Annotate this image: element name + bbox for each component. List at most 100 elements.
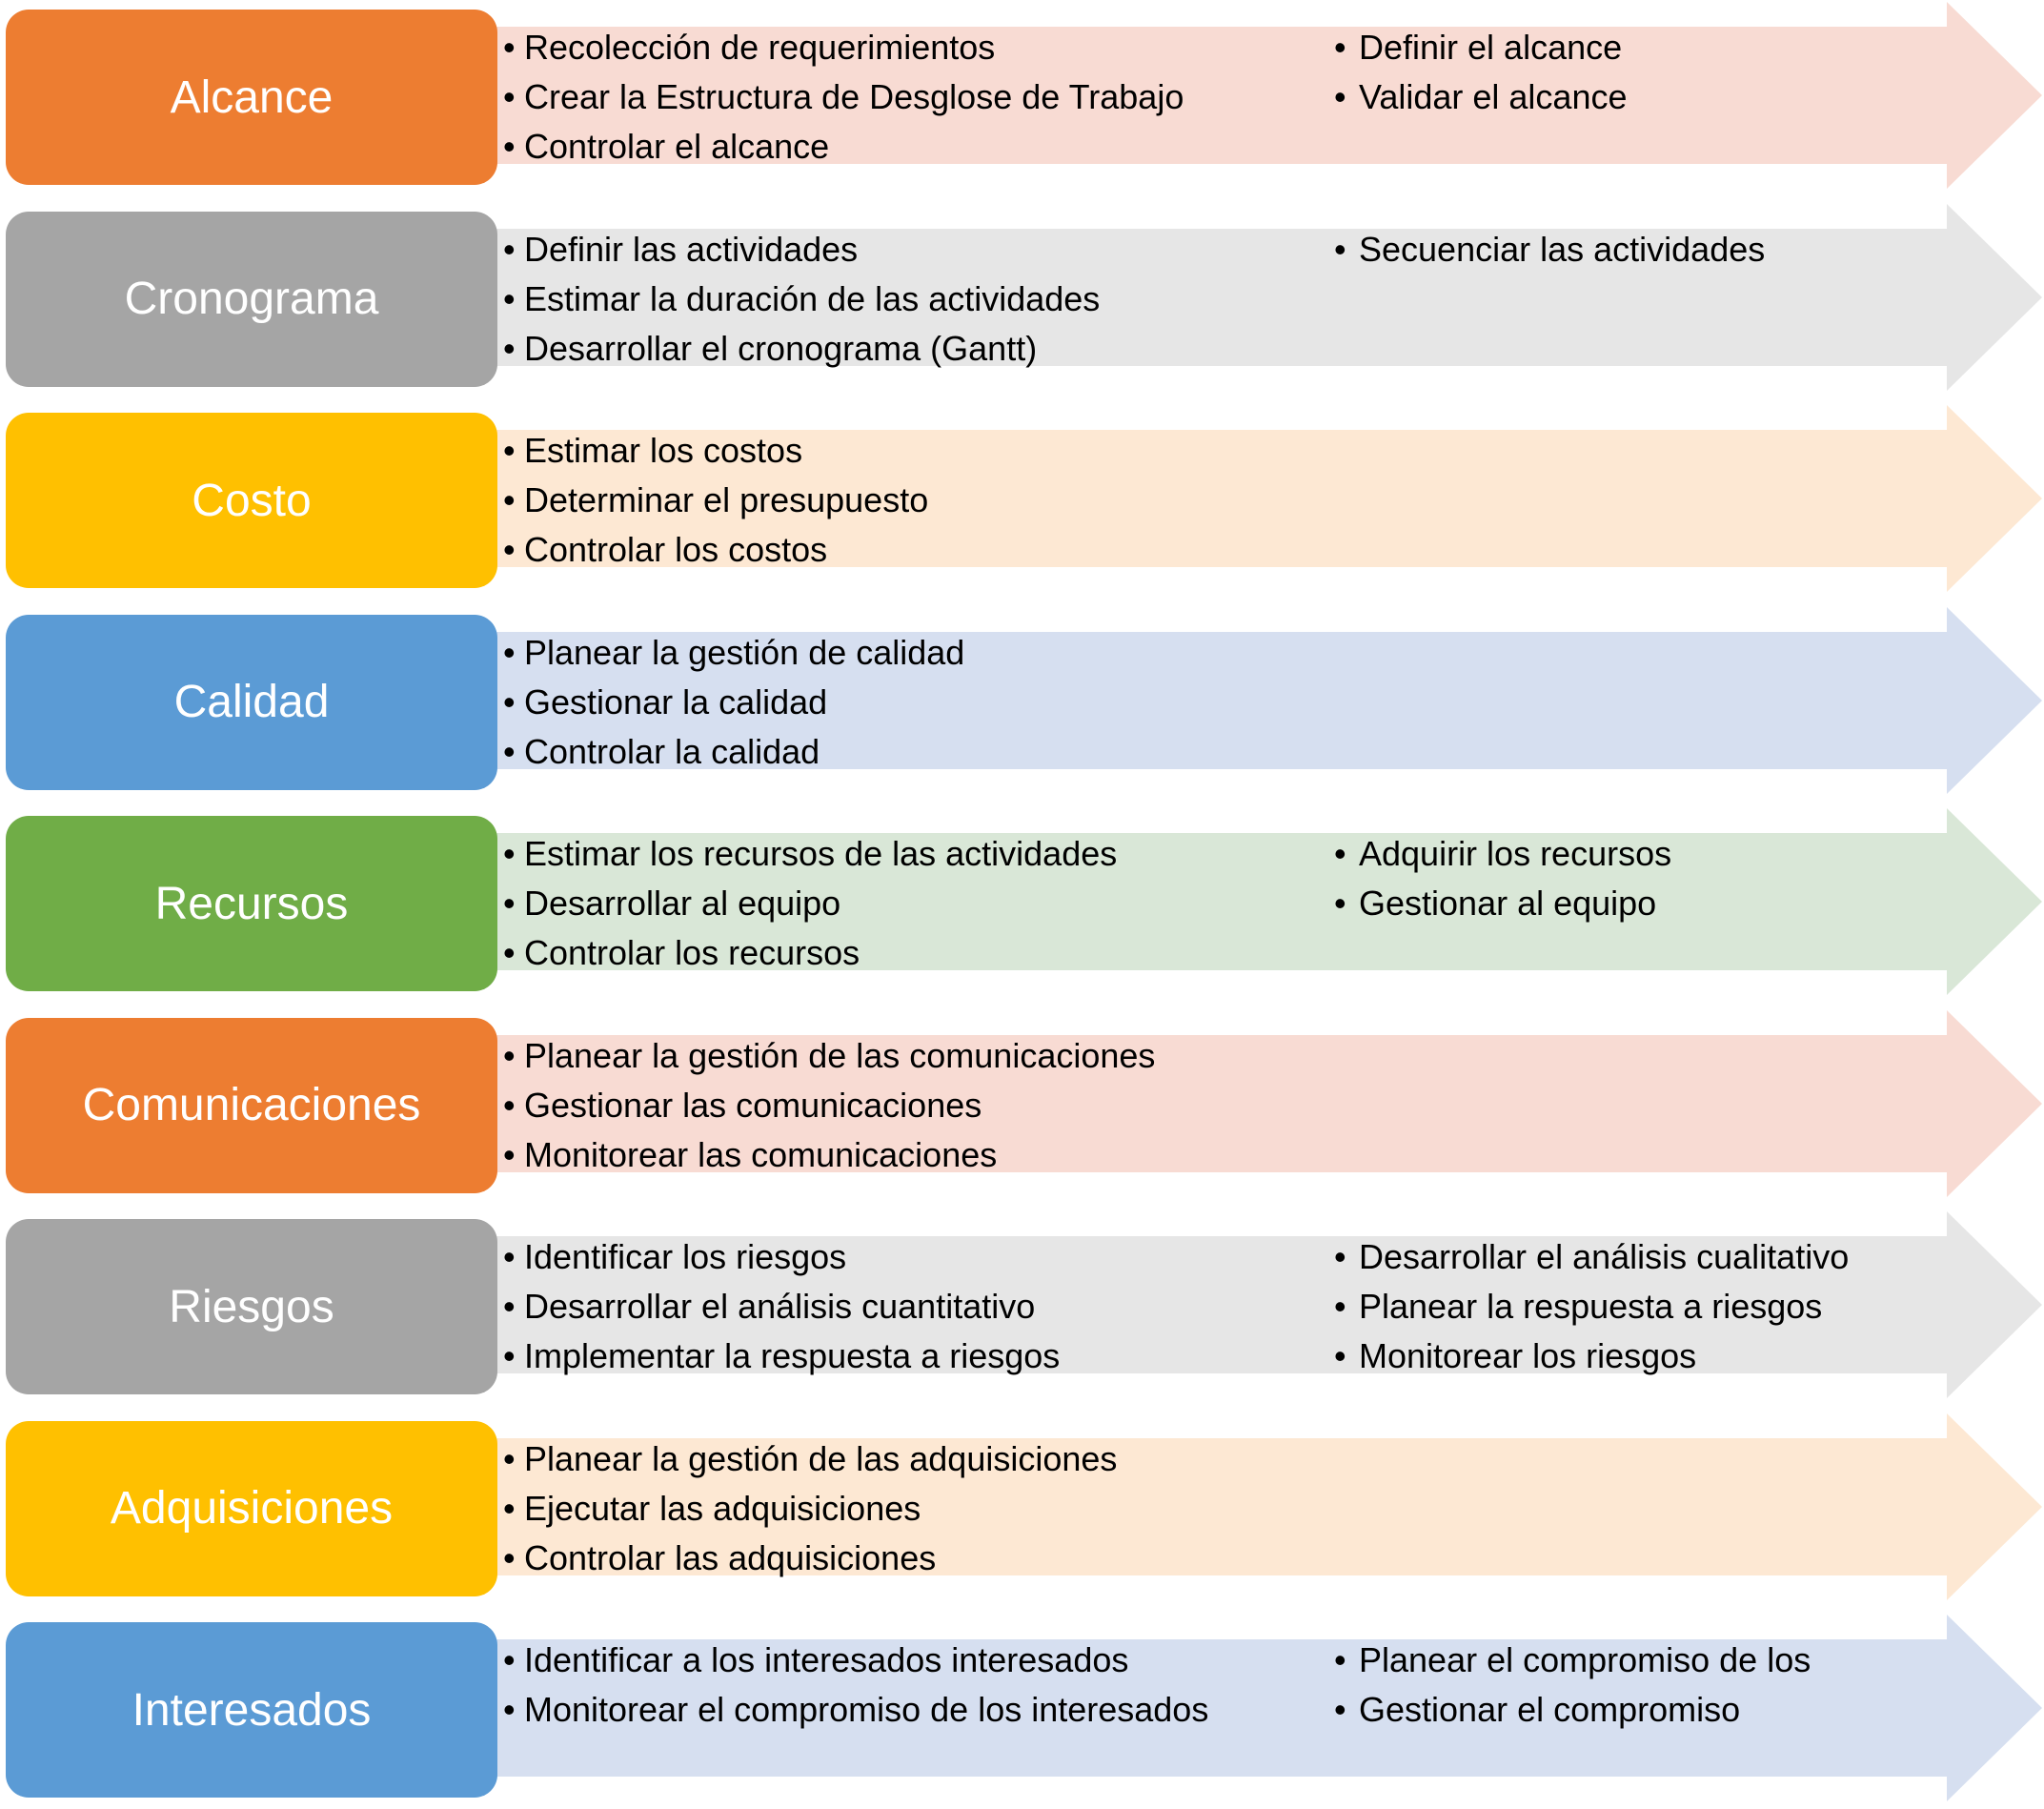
- area-row: Alcance•Recolección de requerimientos•Cr…: [0, 2, 2044, 189]
- process-column-right: • Desarrollar el análisis cualitativo • Pla…: [1334, 1232, 1925, 1381]
- area-row: Interesados•Identificar a los interesado…: [0, 1615, 2044, 1801]
- arrow-shape: [496, 1009, 2042, 1197]
- area-row: Costo•Estimar los costos•Determinar el p…: [0, 405, 2044, 592]
- process-item-label: Monitorear las comunicaciones: [524, 1134, 998, 1174]
- process-item-label: Desarrollar el análisis cualitativo: [1359, 1237, 1850, 1276]
- process-item-label: Controlar el alcance: [524, 127, 830, 166]
- area-title: Interesados: [6, 1622, 497, 1798]
- process-item: •Identificar a los interesados interesad…: [503, 1636, 1323, 1685]
- process-item: •Gestionar al equipo: [1334, 879, 1925, 928]
- process-item: •Determinar el presupuesto: [503, 476, 1323, 525]
- bullet-icon: •: [503, 28, 516, 67]
- bullet-icon: •: [1334, 1640, 1346, 1679]
- process-item-label: Planear la gestión de las adquisiciones: [524, 1438, 1118, 1478]
- process-item-label: Estimar los recursos de las actividades: [524, 834, 1118, 873]
- process-item-label: Desarrollar al equipo: [524, 884, 841, 923]
- process-item: •Controlar la calidad: [503, 727, 1323, 777]
- process-column-right: •Adquirir los recursos•Gestionar al equi…: [1334, 829, 1925, 928]
- process-item-label: Determinar el presupuesto: [524, 480, 929, 519]
- process-item-label: Identificar a los interesados interesado…: [524, 1640, 1129, 1679]
- area-title: Costo: [6, 413, 497, 588]
- bullet-icon: •: [1334, 77, 1346, 116]
- bullet-icon: •: [503, 229, 516, 269]
- bullet-icon: •: [503, 1488, 516, 1528]
- process-item: •Estimar los costos: [503, 426, 1323, 476]
- process-item: •Planear el compromiso de los: [1334, 1636, 1925, 1685]
- bullet-icon: •: [503, 127, 516, 166]
- area-row: Riesgos•Identificar los riesgos•Desarrol…: [0, 1211, 2044, 1398]
- bullet-icon: •: [1334, 884, 1346, 923]
- process-item: •Gestionar la calidad: [503, 678, 1323, 727]
- bullet-icon: •: [503, 681, 516, 722]
- process-column-left: •Planear la gestión de calidad•Gestionar…: [503, 628, 1323, 777]
- process-item-label: Controlar los costos: [524, 530, 828, 569]
- bullet-icon: •: [503, 1690, 516, 1729]
- process-item-label: Estimar los costos: [524, 431, 803, 470]
- process-item-label: Controlar los recursos: [524, 933, 860, 972]
- process-item-label: Planear la respuesta a riesgos: [1359, 1287, 1823, 1326]
- area-title: Calidad: [6, 614, 497, 790]
- process-item: •Planear la gestión de las adquisiciones: [503, 1434, 1323, 1484]
- arrow-shape: [496, 808, 2042, 995]
- bullet-icon: •: [503, 933, 516, 972]
- process-item: • Gestionar el compromiso: [1334, 1685, 1925, 1735]
- bullet-icon: •: [1334, 1237, 1346, 1276]
- bullet-icon: •: [503, 1438, 516, 1478]
- process-item: •Estimar los recursos de las actividades: [503, 829, 1323, 879]
- process-item: •Implementar la respuesta a riesgos: [503, 1331, 1323, 1381]
- bullet-icon: •: [503, 1336, 516, 1375]
- bullet-icon: •: [503, 1134, 516, 1174]
- process-item-label: Gestionar la calidad: [524, 681, 828, 722]
- bullet-icon: •: [1334, 1336, 1346, 1375]
- arrow-shape: [496, 1615, 2042, 1801]
- process-item: •Identificar los riesgos: [503, 1232, 1323, 1282]
- bullet-icon: •: [1334, 229, 1346, 269]
- arrow-shape: [496, 2, 2042, 189]
- process-item-label: Ejecutar las adquisiciones: [524, 1488, 921, 1528]
- process-item: •Definir el alcance: [1334, 23, 1925, 72]
- arrow-shape: [496, 203, 2042, 391]
- bullet-icon: •: [1334, 1690, 1346, 1729]
- process-column-right: •Definir el alcance • Validar el alcance: [1334, 23, 1925, 122]
- process-item-label: Controlar la calidad: [524, 731, 820, 771]
- bullet-icon: •: [1334, 1287, 1346, 1326]
- process-item-label: Identificar los riesgos: [524, 1237, 847, 1276]
- area-title: Alcance: [6, 10, 497, 185]
- process-item: •Desarrollar al equipo: [503, 879, 1323, 928]
- bullet-icon: •: [503, 1640, 516, 1679]
- area-row: Recursos•Estimar los recursos de las act…: [0, 808, 2044, 995]
- process-item: •Controlar el alcance: [503, 122, 1323, 172]
- process-item-label: Monitorear los riesgos: [1359, 1336, 1697, 1375]
- process-item-label: Gestionar las comunicaciones: [524, 1085, 982, 1125]
- process-item: •Monitorear el compromiso de los interes…: [503, 1685, 1323, 1735]
- arrow-shape: [496, 1211, 2042, 1398]
- bullet-icon: •: [503, 431, 516, 470]
- bullet-icon: •: [503, 834, 516, 873]
- process-item: •Ejecutar las adquisiciones: [503, 1484, 1323, 1534]
- process-column-left: •Identificar los riesgos •Desarrollar el …: [503, 1232, 1323, 1381]
- bullet-icon: •: [503, 1035, 516, 1075]
- process-item-label: Desarrollar el análisis cuantitativo: [524, 1287, 1036, 1326]
- process-item-label: Implementar la respuesta a riesgos: [524, 1336, 1061, 1375]
- process-column-left: •Recolección de requerimientos•Crear la …: [503, 23, 1323, 172]
- bullet-icon: •: [503, 530, 516, 569]
- process-item-label: Estimar la duración de las actividades: [524, 278, 1101, 318]
- process-item-label: Gestionar el compromiso: [1359, 1690, 1741, 1729]
- bullet-icon: •: [503, 1085, 516, 1125]
- arrow-shape: [496, 405, 2042, 592]
- arrow-shape: [496, 606, 2042, 794]
- process-item-label: Controlar las adquisiciones: [524, 1537, 937, 1577]
- area-row: Comunicaciones•Planear la gestión de las…: [0, 1009, 2044, 1197]
- process-column-right: •Planear el compromiso de los•Gestionar …: [1334, 1636, 1925, 1735]
- process-column-left: •Planear la gestión de las adquisiciones…: [503, 1434, 1323, 1583]
- process-item-label: Validar el alcance: [1359, 77, 1628, 116]
- process-item: •Secuenciar las actividades: [1334, 225, 1925, 274]
- process-item: •Planear la gestión de calidad: [503, 628, 1323, 678]
- bullet-icon: •: [1334, 834, 1346, 873]
- process-item: • Desarrollar el análisis cualitativo: [1334, 1232, 1925, 1282]
- process-item-label: Desarrollar el cronograma (Gantt): [524, 328, 1038, 368]
- process-column-left: •Estimar los recursos de las actividades…: [503, 829, 1323, 978]
- bullet-icon: •: [503, 1537, 516, 1577]
- process-item-label: Crear la Estructura de Desglose de Traba…: [524, 77, 1184, 116]
